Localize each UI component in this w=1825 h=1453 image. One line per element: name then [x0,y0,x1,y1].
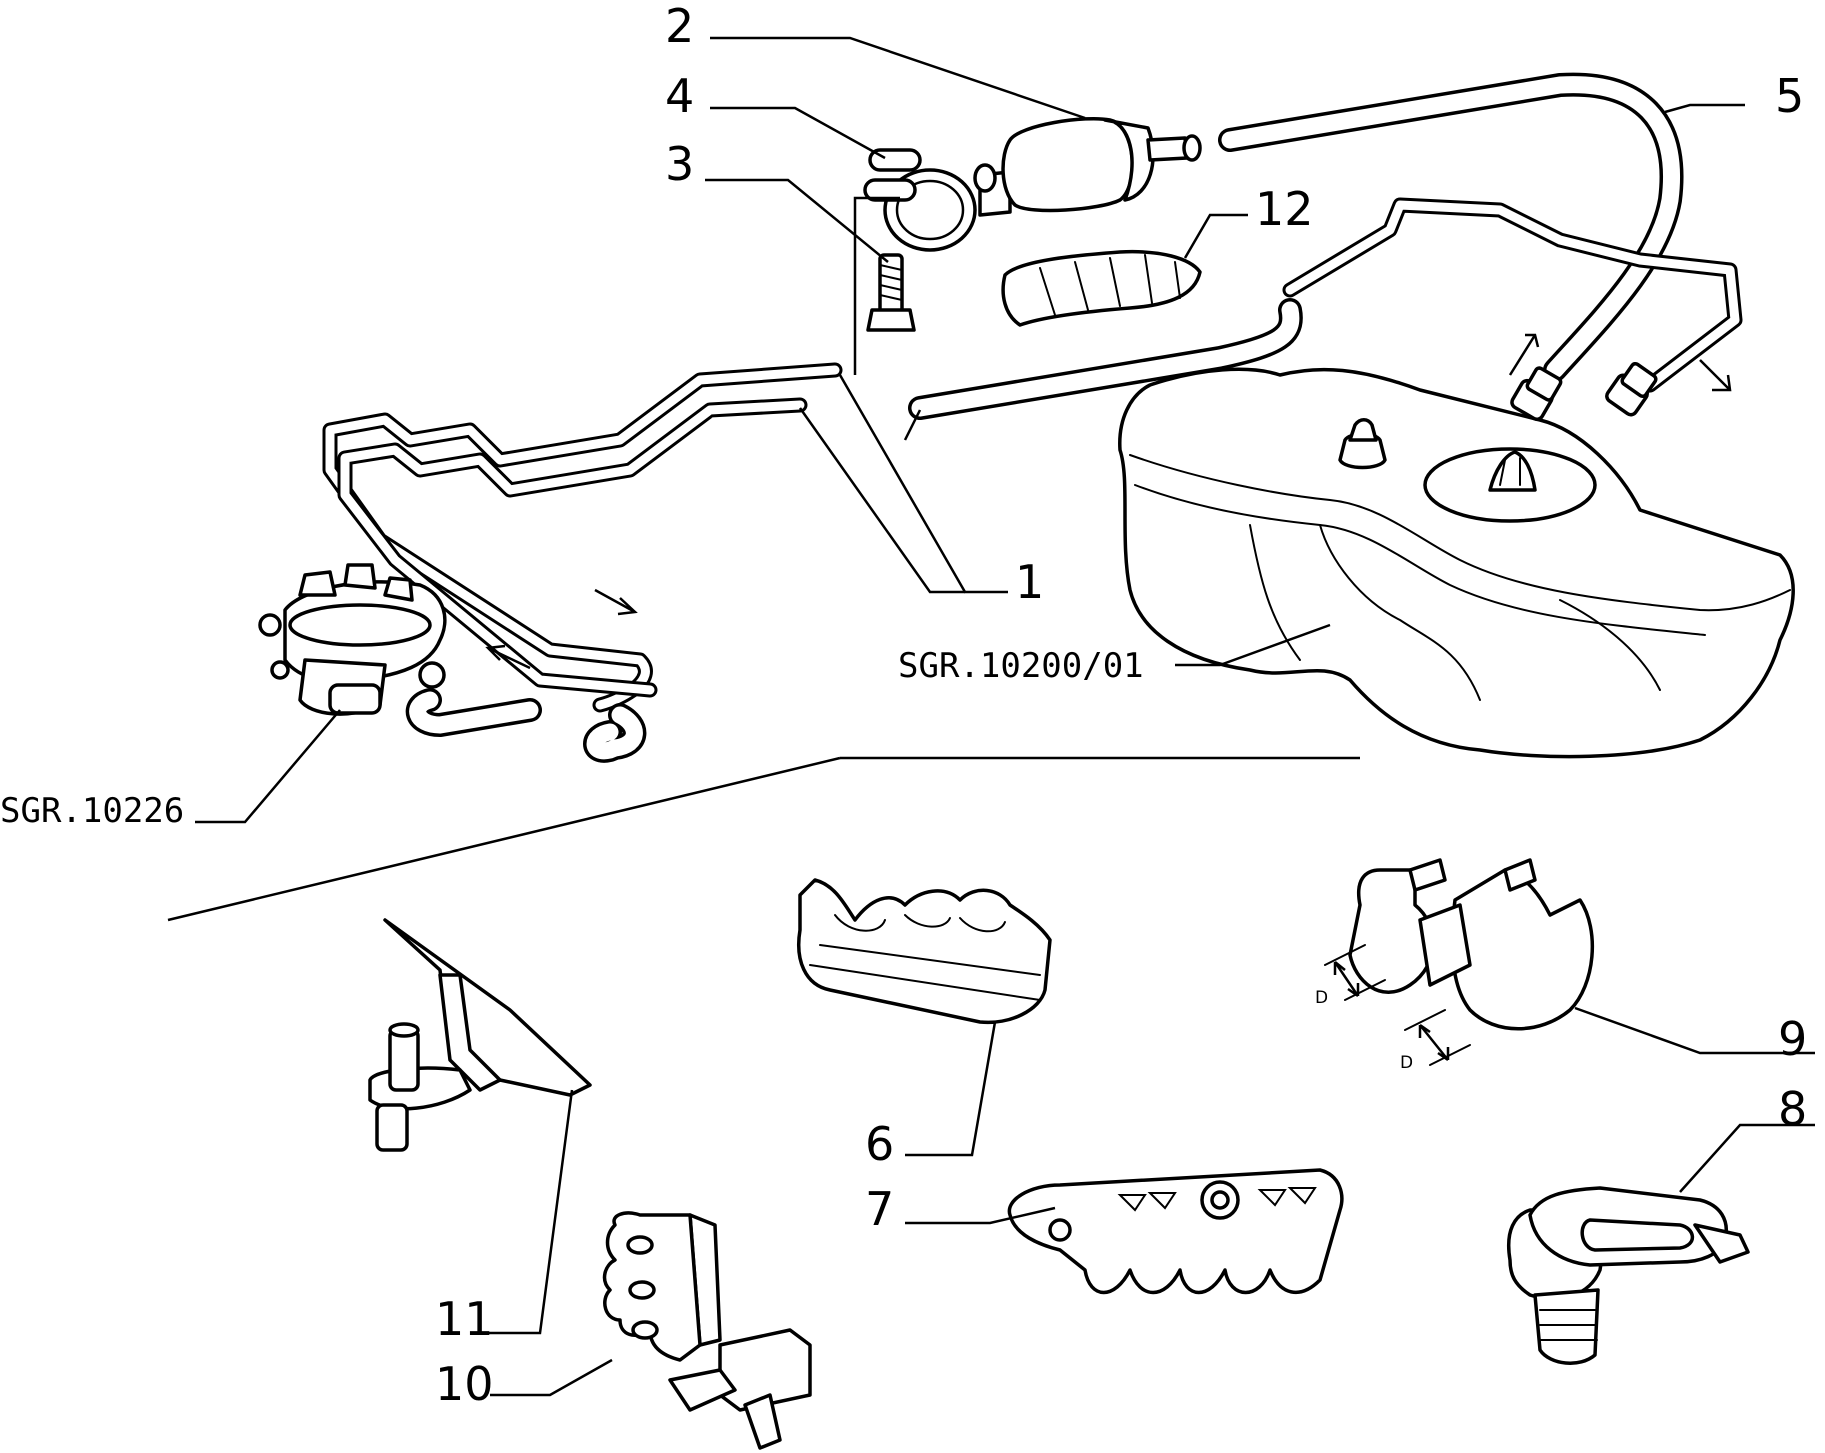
leader-line-tank [1175,623,1331,667]
callout-9: 9 [1778,1012,1807,1066]
dimension-d-lower: D [1400,1053,1413,1073]
pipe-holder-clip [797,878,1052,1025]
tank-reference-code: SGR.10200/01 [898,646,1144,686]
leader-line-3b [853,196,900,375]
vertical-pipe-holder [602,1211,812,1450]
leader-line-2 [710,36,1086,120]
mounting-bracket [368,918,592,1152]
injection-unit [258,563,447,716]
protective-sleeve [1001,249,1202,327]
separator-line [167,756,841,922]
dimension-d-upper: D [1315,988,1328,1008]
callout-7: 7 [865,1182,894,1236]
leader-line-5 [1664,103,1745,114]
bolt [866,253,916,332]
callout-6: 6 [865,1117,894,1171]
flow-arrow [485,644,531,670]
fuel-pipe-assembly [322,298,1303,763]
leader-line-4 [710,106,886,160]
callout-11: 11 [435,1292,494,1346]
leader-line-12 [1183,213,1248,259]
hose-clamp [863,148,977,252]
fuel-tank [1118,367,1795,759]
tank-supply-pipes [1218,72,1743,422]
callout-12: 12 [1255,182,1314,236]
callout-1: 1 [1015,555,1044,609]
callout-2: 2 [665,0,694,53]
leader-line-1c [903,409,922,441]
push-in-cable-clip [1507,1186,1750,1365]
callout-8: 8 [1778,1082,1807,1136]
callout-5: 5 [1775,69,1804,123]
double-pipe-clip [1324,858,1595,1066]
callout-4: 4 [665,69,694,123]
callout-10: 10 [435,1357,494,1411]
callout-3: 3 [665,137,694,191]
leader-line-9 [1574,1006,1815,1055]
fuel-filter [973,116,1202,217]
multi-pipe-holder [1007,1168,1344,1295]
leader-line-6 [905,1021,997,1157]
leader-line-1b [798,407,965,594]
flow-arrow [594,588,638,616]
injection-unit-reference-code: SGR.10226 [0,791,184,831]
leader-line-10 [490,1358,613,1397]
leader-line-3 [705,178,889,263]
leader-line-11 [488,1089,574,1335]
leader-line-7 [905,1206,1056,1225]
leader-line-injection [195,709,341,824]
leader-line-8 [1679,1123,1815,1193]
